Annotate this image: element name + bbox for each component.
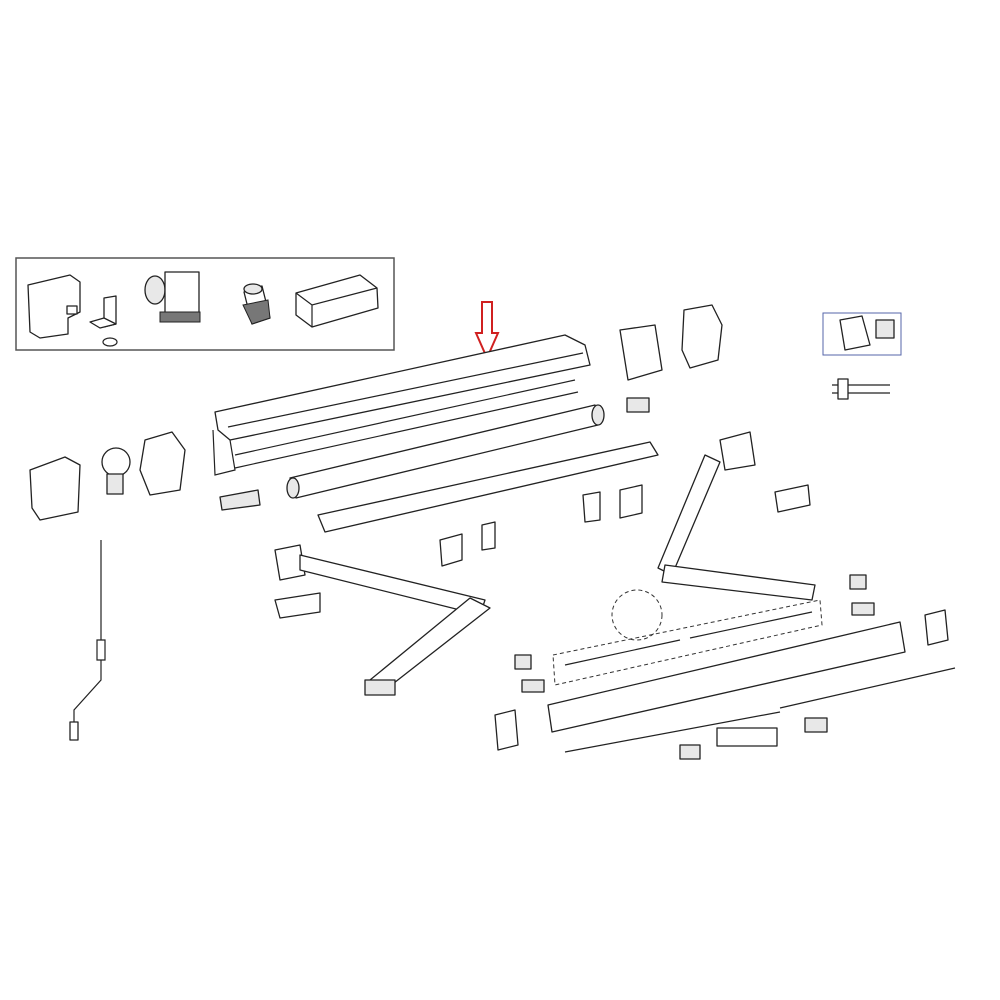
highlight-arrow-icon [474, 301, 500, 361]
left-support-arm [274, 544, 491, 696]
detail-inset [822, 312, 902, 400]
bracket-plate-3 [582, 491, 601, 523]
motor-cover-part [27, 274, 81, 339]
small-clip [219, 489, 261, 511]
left-end-cover [29, 456, 81, 521]
right-support-arm [657, 431, 816, 601]
control-box-part [295, 274, 379, 328]
motor-unit-part [144, 271, 201, 323]
right-gear-unit [619, 304, 723, 413]
motor-connector-part [242, 283, 271, 325]
awning-top-cover-profile [212, 334, 591, 476]
lead-rail-detail [552, 589, 823, 686]
front-lead-rail [494, 574, 956, 760]
left-gear-unit [101, 431, 186, 496]
bracket-plate-1 [439, 533, 463, 567]
crank-handle [69, 540, 106, 741]
roller-tube [286, 404, 605, 499]
arm-end-cap [774, 484, 811, 513]
lead-rail-strip [317, 441, 659, 533]
motor-bracket-part [89, 295, 118, 347]
motor-kit-inset [15, 257, 395, 351]
bracket-plate-2 [481, 521, 496, 551]
bracket-plate-4 [619, 484, 643, 519]
